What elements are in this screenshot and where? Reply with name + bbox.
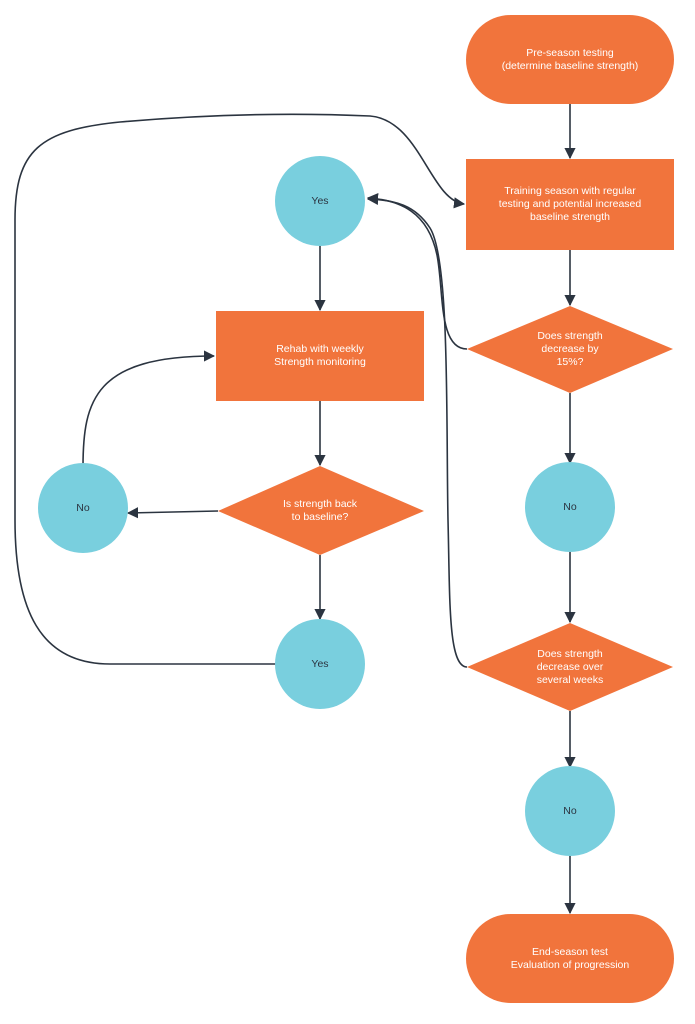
edge-backbaseline-noleft bbox=[126, 507, 219, 519]
node-decrease-weeks-shape bbox=[467, 623, 673, 711]
node-no-2-shape bbox=[525, 766, 615, 856]
node-yes-top-shape bbox=[275, 156, 365, 246]
node-decrease-15-shape bbox=[467, 306, 673, 393]
node-training-season-shape bbox=[466, 159, 674, 250]
node-rehab-shape bbox=[216, 311, 424, 401]
node-back-baseline-shape bbox=[218, 466, 424, 555]
node-end-season-shape bbox=[466, 914, 674, 1003]
node-yes-bottom-shape bbox=[275, 619, 365, 709]
node-no-left-shape bbox=[38, 463, 128, 553]
node-no-1-shape bbox=[525, 462, 615, 552]
edge-noleft-rehab bbox=[82, 350, 216, 468]
edge-decreaseweeks-yestop bbox=[366, 193, 468, 668]
edge-yesbottom-training bbox=[14, 113, 466, 665]
node-pre-season-shape bbox=[466, 15, 674, 104]
